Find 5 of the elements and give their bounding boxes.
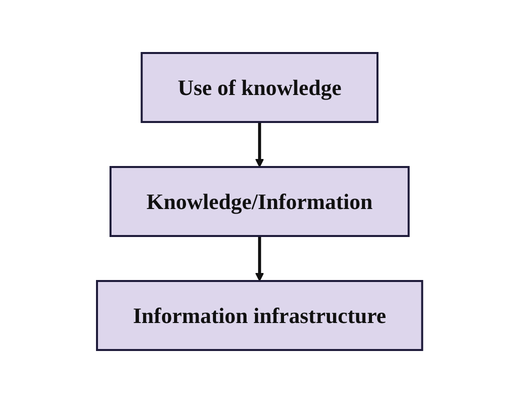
node-box: Knowledge/Information bbox=[110, 166, 410, 236]
node-box: Use of knowledge bbox=[141, 52, 379, 122]
arrow bbox=[256, 236, 264, 281]
arrow bbox=[256, 122, 264, 167]
node-box: Information infrastructure bbox=[96, 280, 424, 350]
